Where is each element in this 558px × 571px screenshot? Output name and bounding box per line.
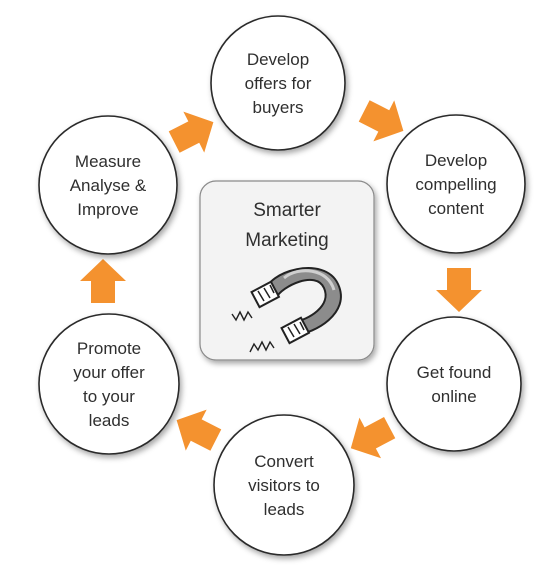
step-label-line: Develop <box>425 151 487 170</box>
center-title-line-1: Smarter <box>253 200 321 221</box>
step-label-line: leads <box>89 411 130 430</box>
step-label-line: Improve <box>77 200 138 219</box>
step-label-line: your offer <box>73 363 145 382</box>
cycle-arrows <box>80 100 482 459</box>
step-label-line: leads <box>264 500 305 519</box>
step-label-line: Get found <box>417 363 492 382</box>
arrow-offers-to-content <box>358 100 404 142</box>
step-circle <box>210 15 346 151</box>
arrow-content-to-found <box>436 268 482 312</box>
center-box: Smarter Marketing <box>199 180 375 361</box>
step-label-line: Promote <box>77 339 141 358</box>
center-title-line-2: Marketing <box>245 230 328 251</box>
step-label-line: to your <box>83 387 135 406</box>
step-label-line: online <box>431 387 476 406</box>
step-circle <box>386 316 522 452</box>
step-label-line: Convert <box>254 452 314 471</box>
step-label-line: visitors to <box>248 476 320 495</box>
step-develop-content: Develop compelling content <box>386 114 526 254</box>
step-circle <box>213 414 355 556</box>
step-circle <box>38 115 178 255</box>
step-get-found: Get found online <box>386 316 522 452</box>
step-develop-offers: Develop offers for buyers <box>210 15 346 151</box>
arrow-convert-to-promote <box>176 409 222 451</box>
step-label-line: buyers <box>252 98 303 117</box>
step-label-line: content <box>428 199 484 218</box>
horseshoe-magnet-icon <box>231 267 342 353</box>
step-circle <box>386 114 526 254</box>
step-label-line: Develop <box>247 50 309 69</box>
step-promote-offer: Promote your offer to your leads <box>38 313 180 455</box>
step-label-line: Analyse & <box>70 176 147 195</box>
step-label-line: Measure <box>75 152 141 171</box>
step-convert-visitors: Convert visitors to leads <box>213 414 355 556</box>
step-label-line: compelling <box>415 175 496 194</box>
arrow-found-to-convert <box>350 417 396 459</box>
arrow-measure-to-offers <box>168 111 214 153</box>
arrow-promote-to-measure <box>80 259 126 303</box>
step-circle <box>38 313 180 455</box>
step-label-line: offers for <box>245 74 312 93</box>
